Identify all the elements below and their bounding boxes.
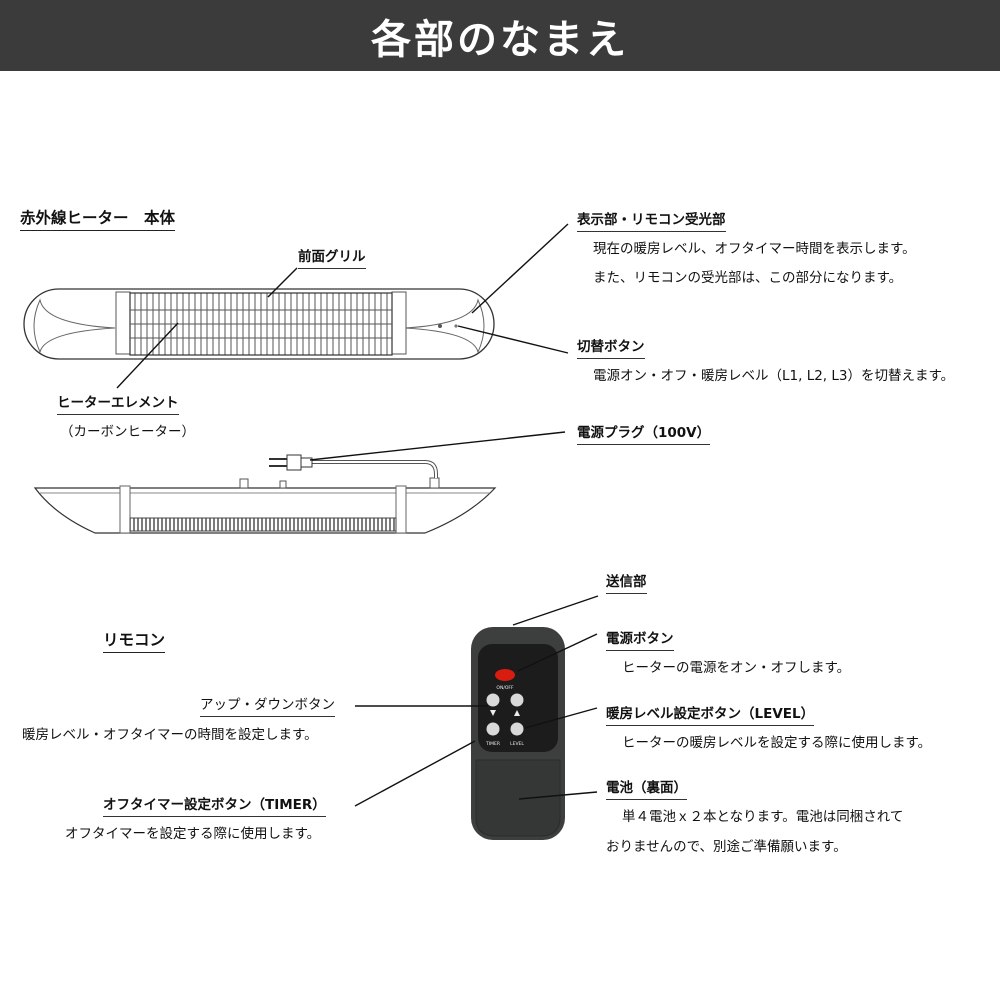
down-arrow-icon <box>490 710 496 716</box>
timer-button-label: オフタイマー設定ボタン（TIMER） <box>103 797 326 817</box>
updown-desc: 暖房レベル・オフタイマーの時間を設定します。 <box>22 727 318 743</box>
power-button <box>495 669 515 681</box>
page-title: 各部のなまえ <box>371 16 629 63</box>
remote-section-title: リモコン <box>103 632 166 653</box>
leader-front-grill <box>267 267 298 298</box>
level-text: LEVEL <box>510 741 524 747</box>
heater-element <box>129 517 397 532</box>
leader-level <box>524 707 598 729</box>
level-button-desc: ヒーターの暖房レベルを設定する際に使用します。 <box>622 735 932 751</box>
plug-label: 電源プラグ（100V） <box>577 425 711 445</box>
display-sensor <box>438 324 442 328</box>
transmitter-label: 送信部 <box>606 574 647 594</box>
battery-desc-2: おりませんので、別途ご準備願います。 <box>606 839 847 855</box>
element-label: ヒーターエレメント <box>57 395 179 415</box>
timer-button-desc: オフタイマーを設定する際に使用します。 <box>65 826 321 842</box>
leader-timer <box>354 740 476 807</box>
element-sub: （カーボンヒーター） <box>60 424 195 440</box>
level-button <box>510 722 524 736</box>
onoff-text: ON/OFF <box>496 685 514 691</box>
remote-control: ON/OFF TIMER LEVEL <box>471 627 565 840</box>
leader-transmitter <box>512 595 599 626</box>
switch-label: 切替ボタン <box>577 339 645 359</box>
up-button <box>486 693 500 707</box>
display-desc-1: 現在の暖房レベル、オフタイマー時間を表示します。 <box>593 241 916 257</box>
heater-top-view <box>23 288 495 360</box>
switch-desc: 電源オン・オフ・暖房レベル（L1, L2, L3）を切替えます。 <box>593 368 955 384</box>
leader-switch <box>457 325 569 354</box>
power-plug <box>286 454 302 471</box>
heater-section-title: 赤外線ヒーター 本体 <box>20 210 176 231</box>
updown-label: アップ・ダウンボタン <box>200 697 335 717</box>
heater-side-view <box>33 454 497 534</box>
timer-text: TIMER <box>485 741 500 747</box>
title-banner: 各部のなまえ <box>0 0 1000 71</box>
battery-desc-1: 単４電池ｘ２本となります。電池は同梱されて <box>622 809 904 825</box>
display-desc-2: また、リモコンの受光部は、この部分になります。 <box>593 270 903 286</box>
battery-label: 電池（裏面） <box>606 780 687 800</box>
switch-button-dot <box>454 324 458 328</box>
level-button-label: 暖房レベル設定ボタン（LEVEL） <box>606 706 815 726</box>
leader-element <box>116 322 179 389</box>
down-button <box>510 693 524 707</box>
leader-display <box>471 223 569 314</box>
battery-cover <box>475 759 561 837</box>
leader-power <box>517 633 598 672</box>
leader-battery <box>518 791 598 800</box>
front-grill-label: 前面グリル <box>298 249 366 269</box>
up-arrow-icon <box>514 710 520 716</box>
display-label: 表示部・リモコン受光部 <box>577 212 726 232</box>
power-button-desc: ヒーターの電源をオン・オフします。 <box>622 660 851 676</box>
leader-plug <box>309 431 566 461</box>
power-button-label: 電源ボタン <box>606 631 674 651</box>
leader-lines <box>116 223 599 807</box>
timer-button <box>486 722 500 736</box>
